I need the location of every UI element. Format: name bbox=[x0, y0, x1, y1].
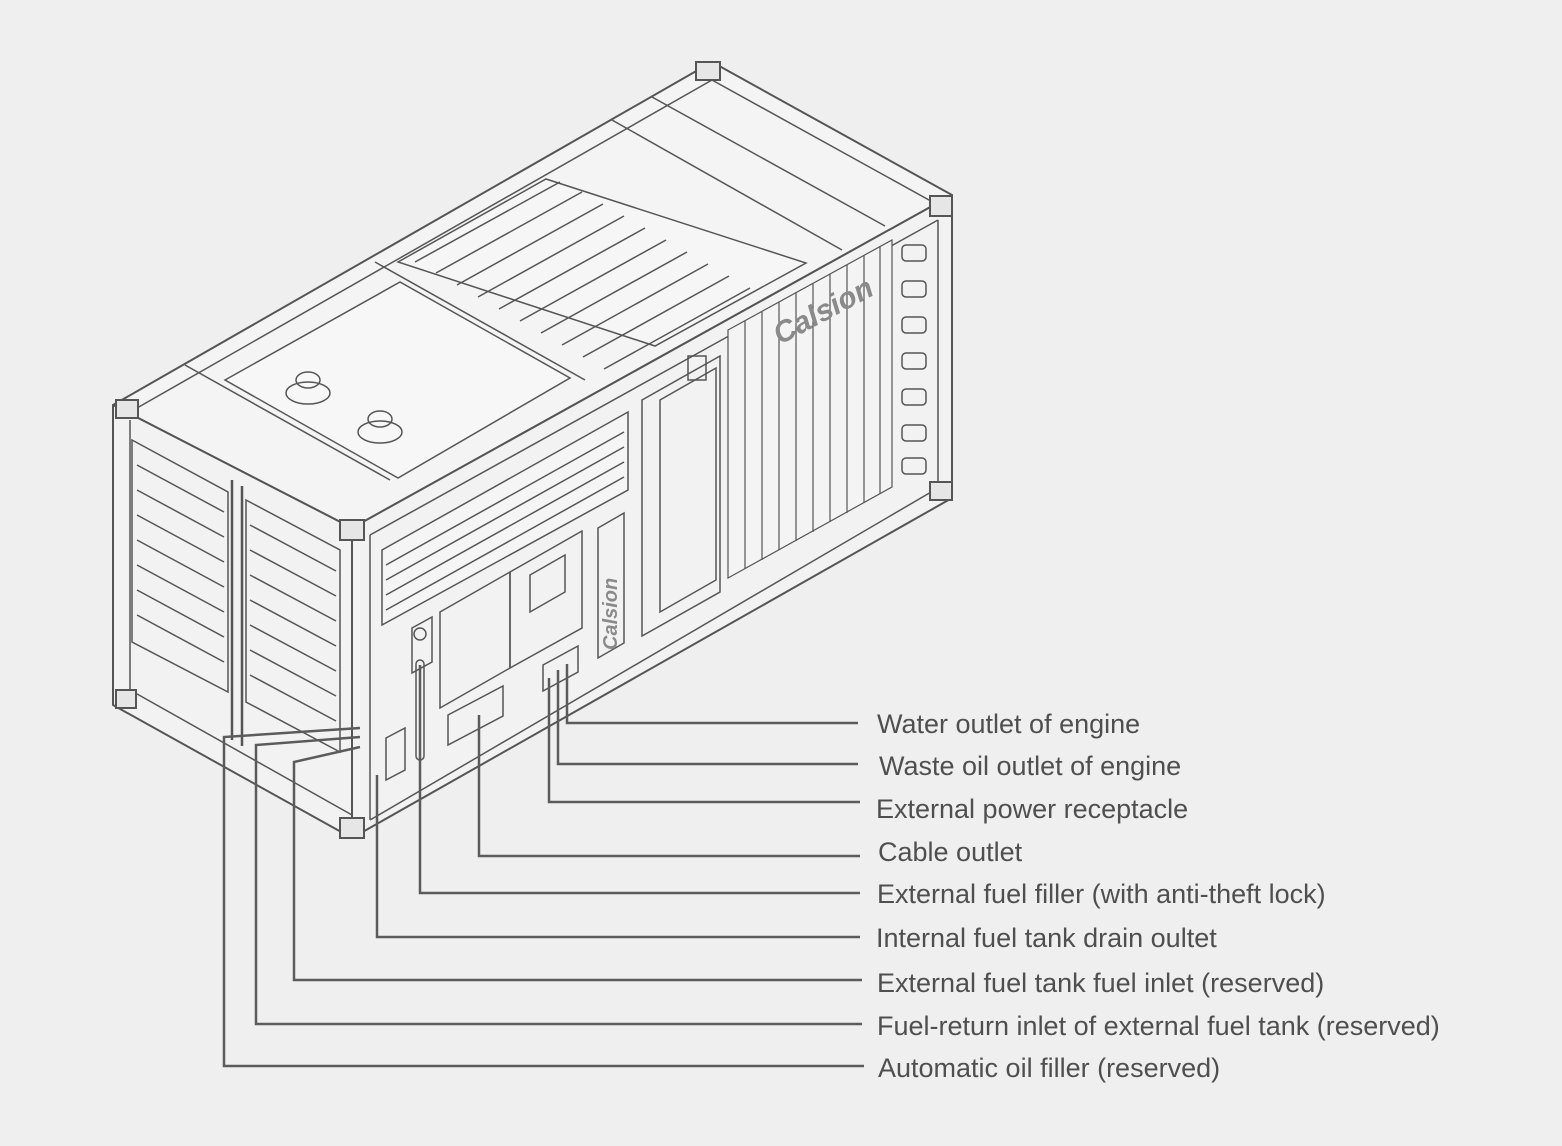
leader-external-fuel-filler bbox=[418, 665, 860, 895]
end-door-left bbox=[131, 438, 229, 694]
roof-exhaust-cap bbox=[285, 371, 331, 405]
control-window bbox=[529, 553, 566, 614]
cable-outlet-plate bbox=[447, 684, 504, 747]
corner-casting bbox=[339, 519, 365, 541]
callout-label-fuel-return-inlet: Fuel-return inlet of external fuel tank … bbox=[877, 1011, 1440, 1041]
corner-casting bbox=[115, 399, 139, 419]
corner-casting bbox=[695, 61, 721, 81]
corner-casting bbox=[115, 689, 137, 709]
rear-vent-slots bbox=[901, 244, 927, 475]
leader-external-power-receptacle bbox=[547, 678, 860, 804]
corner-casting bbox=[929, 481, 953, 501]
leader-automatic-oil-filler bbox=[222, 726, 864, 1068]
power-receptacle-panel bbox=[542, 644, 579, 693]
fuel-filler-panel bbox=[411, 615, 433, 675]
roof-details bbox=[184, 96, 886, 481]
callout-label-cable-outlet: Cable outlet bbox=[878, 837, 1023, 867]
callout-label-external-power-receptacle: External power receptacle bbox=[876, 794, 1189, 824]
leader-external-fuel-inlet bbox=[292, 745, 862, 982]
leader-cable-outlet bbox=[477, 715, 860, 858]
roof-louvers bbox=[396, 178, 808, 370]
callout-label-external-fuel-filler: External fuel filler (with anti-theft lo… bbox=[877, 879, 1326, 909]
leader-fuel-return-inlet bbox=[254, 735, 862, 1026]
roof-access-hatch bbox=[223, 281, 572, 479]
fuel-filler-cap bbox=[413, 627, 427, 641]
callout-label-internal-fuel-drain: Internal fuel tank drain oultet bbox=[876, 923, 1217, 953]
side-corrugated-wall bbox=[727, 238, 893, 580]
side-upper-louver bbox=[381, 410, 629, 627]
side-control-doors bbox=[385, 511, 625, 782]
logo-plate bbox=[597, 511, 625, 660]
callout-label-water-outlet: Water outlet of engine bbox=[877, 709, 1141, 739]
roof-exhaust-cap bbox=[357, 410, 403, 444]
leader-lines bbox=[222, 664, 864, 1068]
corner-castings bbox=[115, 61, 953, 839]
corner-casting bbox=[929, 195, 953, 217]
end-door-louvers bbox=[131, 438, 341, 754]
side-service-door bbox=[641, 354, 721, 638]
drain-outlet-panel bbox=[385, 726, 406, 782]
brand-logo-plate: Calsion bbox=[600, 578, 622, 650]
control-door-right bbox=[509, 529, 583, 670]
callout-label-automatic-oil-filler: Automatic oil filler (reserved) bbox=[878, 1053, 1221, 1083]
leader-waste-oil-outlet bbox=[556, 670, 858, 766]
leader-internal-fuel-drain bbox=[375, 775, 860, 939]
leader-water-outlet bbox=[565, 664, 858, 725]
callout-label-waste-oil-outlet: Waste oil outlet of engine bbox=[879, 751, 1182, 781]
callout-label-external-fuel-inlet: External fuel tank fuel inlet (reserved) bbox=[877, 968, 1325, 998]
corner-casting bbox=[339, 817, 365, 839]
